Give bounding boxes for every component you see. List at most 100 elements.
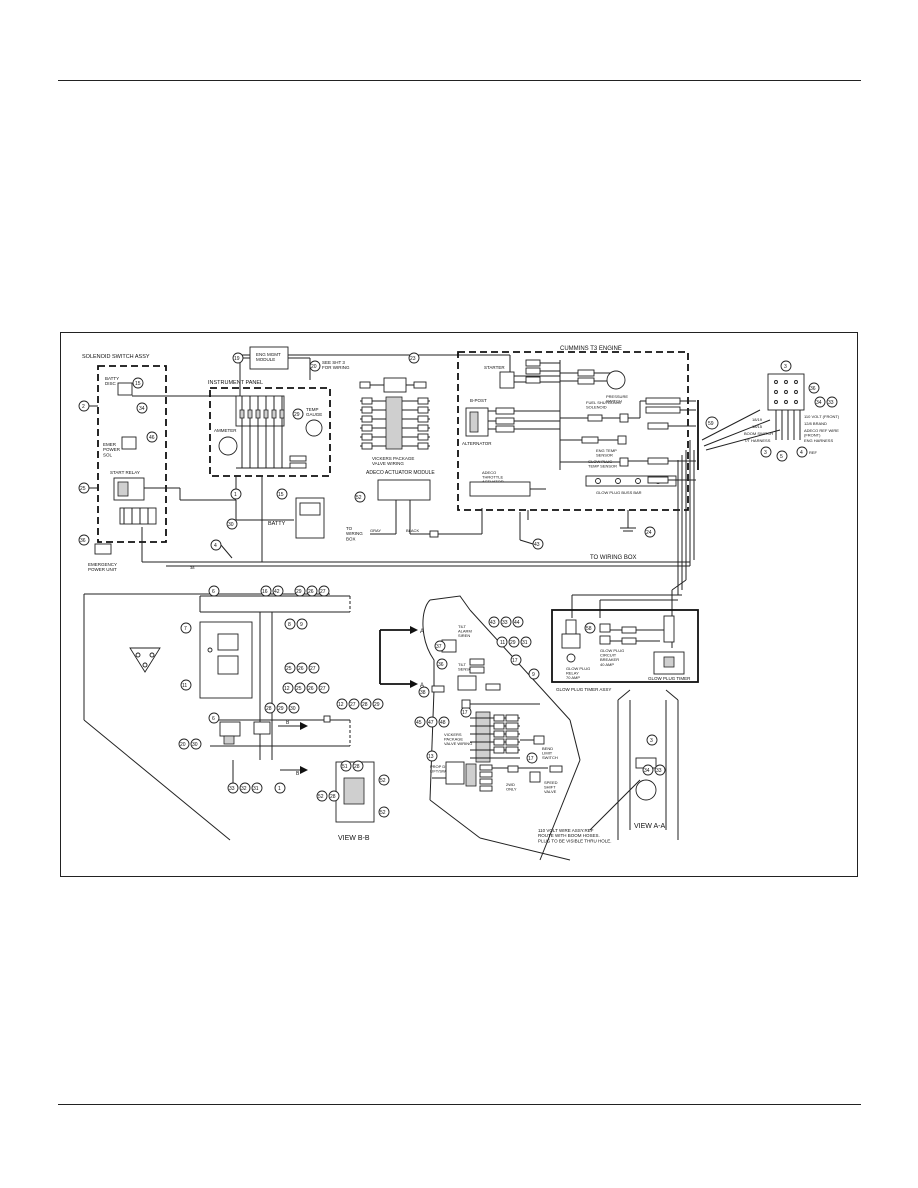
b-post-label: B-POST (470, 398, 487, 403)
alternator-label: ALTERNATOR (462, 441, 492, 446)
svg-text:38: 38 (420, 690, 426, 696)
svg-text:20: 20 (180, 742, 186, 748)
svg-text:17: 17 (512, 658, 518, 664)
svg-text:34: 34 (139, 406, 145, 412)
svg-text:29: 29 (374, 702, 380, 708)
h1819-label: 18/19 (752, 417, 763, 422)
svg-text:51: 51 (342, 764, 348, 770)
svg-text:34: 34 (644, 768, 650, 774)
view-bb: 51 28 52 52 52 28 VIEW B-B (316, 760, 390, 842)
svg-text:3: 3 (784, 364, 787, 370)
svg-text:29: 29 (296, 589, 302, 595)
svg-text:28: 28 (266, 706, 272, 712)
svg-text:45: 45 (416, 720, 422, 726)
svg-text:33: 33 (656, 768, 662, 774)
svg-text:32: 32 (241, 786, 247, 792)
svg-text:3: 3 (764, 450, 767, 456)
svg-text:52: 52 (380, 778, 386, 784)
svg-text:37: 37 (436, 644, 442, 650)
svg-text:16: 16 (262, 589, 268, 595)
svg-text:30: 30 (290, 706, 296, 712)
svg-text:4: 4 (800, 450, 803, 456)
svg-text:31: 31 (522, 640, 528, 646)
svg-text:27: 27 (350, 702, 356, 708)
svg-text:43: 43 (490, 620, 496, 626)
svg-text:1: 1 (278, 786, 281, 792)
svg-text:12: 12 (284, 686, 290, 692)
svg-text:25: 25 (80, 486, 86, 492)
footer-rule (58, 1104, 861, 1105)
svg-text:11: 11 (500, 640, 505, 646)
ammeter-label: AMMETER (214, 428, 237, 433)
svg-text:36: 36 (810, 386, 816, 392)
svg-text:13: 13 (428, 754, 434, 760)
svg-text:17: 17 (528, 756, 534, 762)
svg-text:20: 20 (311, 364, 317, 370)
svg-text:1: 1 (234, 492, 237, 498)
svg-text:59: 59 (708, 421, 714, 427)
svg-text:42: 42 (274, 589, 280, 595)
svg-text:3: 3 (650, 738, 653, 744)
adeco-ref-label: ADECO REF WIRE(FRONT) (804, 428, 839, 438)
battery: 15 BATTY (261, 476, 325, 562)
svg-text:6: 6 (212, 589, 215, 595)
svg-text:34: 34 (816, 400, 822, 406)
svg-text:28: 28 (354, 764, 360, 770)
svg-text:36: 36 (438, 662, 444, 668)
svg-text:6: 6 (212, 716, 215, 722)
svg-text:38: 38 (190, 565, 195, 570)
header-rule (58, 80, 861, 81)
prop-drive-label: PROP DRIVE/LIFT/SWING (430, 764, 457, 774)
svg-text:36: 36 (80, 538, 86, 544)
svg-text:A: A (420, 629, 424, 635)
gray-label: GRAY (370, 528, 381, 533)
svg-text:19: 19 (234, 356, 240, 362)
svg-text:27: 27 (320, 686, 326, 692)
glow-assy-title: GLOW PLUG TIMER ASSY (556, 687, 611, 692)
h1815-label: 18/15 (752, 424, 763, 429)
svg-text:15: 15 (278, 492, 284, 498)
svg-text:8: 8 (288, 622, 291, 628)
svg-text:28: 28 (330, 794, 336, 800)
volt110-label: 110 VOLT (FRONT) (804, 414, 840, 419)
main-connector: 3 36 34 33 18/19 18/15 BOOM SWITCH T/T H… (744, 360, 840, 462)
svg-text:33: 33 (229, 786, 235, 792)
chassis-view: 6 7 11 16 42 29 26 27 8 9 25 26 27 12 25… (83, 585, 384, 841)
svg-text:47: 47 (428, 720, 434, 726)
engine-title: CUMMINS T3 ENGINE (560, 346, 622, 352)
svg-text:24: 24 (646, 530, 652, 536)
svg-text:A: A (420, 683, 424, 689)
to-wiring-box-label: TO WIRING BOX (590, 555, 637, 561)
svg-text:25: 25 (296, 686, 302, 692)
harness-trunk: 59 (571, 400, 781, 648)
svg-text:33: 33 (502, 620, 508, 626)
adeco-title: ADECO ACTUATOR MODULE (366, 470, 435, 476)
svg-text:44: 44 (514, 620, 520, 626)
tt-harness-label: T/T HARNESS (744, 438, 771, 443)
batty-label: BATTY (268, 521, 286, 527)
svg-text:48: 48 (440, 720, 446, 726)
svg-text:31: 31 (253, 786, 259, 792)
instrument-panel-title: INSTRUMENT PANEL (208, 380, 263, 386)
glow-bus-label: GLOW PLUG BUSS BAR (596, 490, 642, 495)
svg-text:23: 23 (410, 356, 416, 362)
svg-text:29: 29 (510, 640, 516, 646)
svg-text:B: B (296, 771, 300, 777)
